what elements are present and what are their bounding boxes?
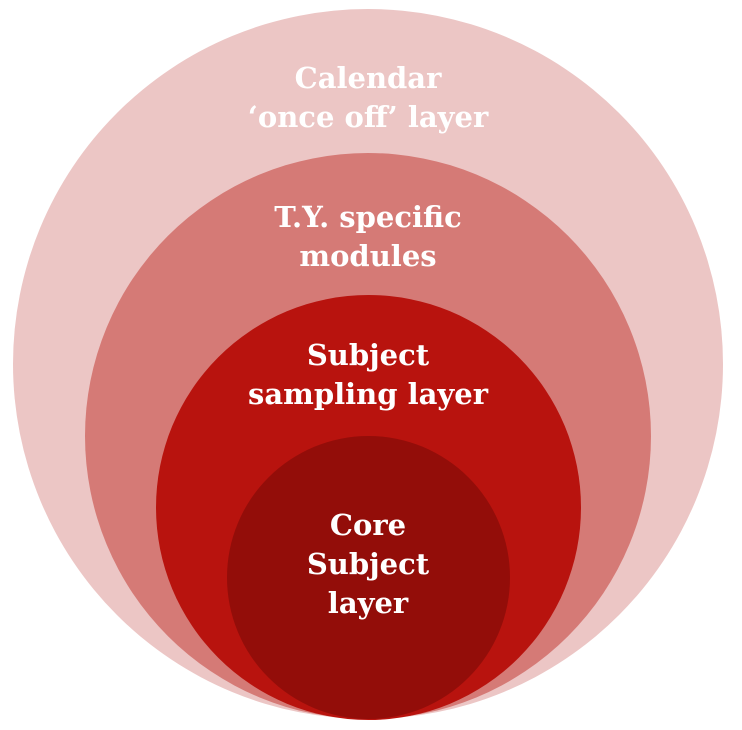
layer-subject-sampling-label-line-1: Subject <box>306 338 430 372</box>
layer-calendar-label-line-2: ‘once off’ layer <box>247 100 489 134</box>
layer-ty-modules-label-line-1: T.Y. specific <box>274 200 462 234</box>
layer-ty-modules-label-line-2: modules <box>299 239 437 273</box>
layer-subject-sampling-label: Subject sampling layer <box>218 336 518 414</box>
layer-calendar-label: Calendar ‘once off’ layer <box>218 59 518 137</box>
layer-calendar-label-line-1: Calendar <box>294 61 442 95</box>
layer-subject-sampling-label-line-2: sampling layer <box>248 377 488 411</box>
layer-core-subject-label-line-1: Core <box>329 508 407 542</box>
layer-core-subject-label-line-2: Subject <box>306 547 430 581</box>
layer-ty-modules-label: T.Y. specific modules <box>218 198 518 276</box>
layer-core-subject-circle <box>227 436 510 719</box>
layer-core-subject-label-line-3: layer <box>327 586 409 620</box>
layer-core-subject-label: Core Subject layer <box>268 506 468 623</box>
